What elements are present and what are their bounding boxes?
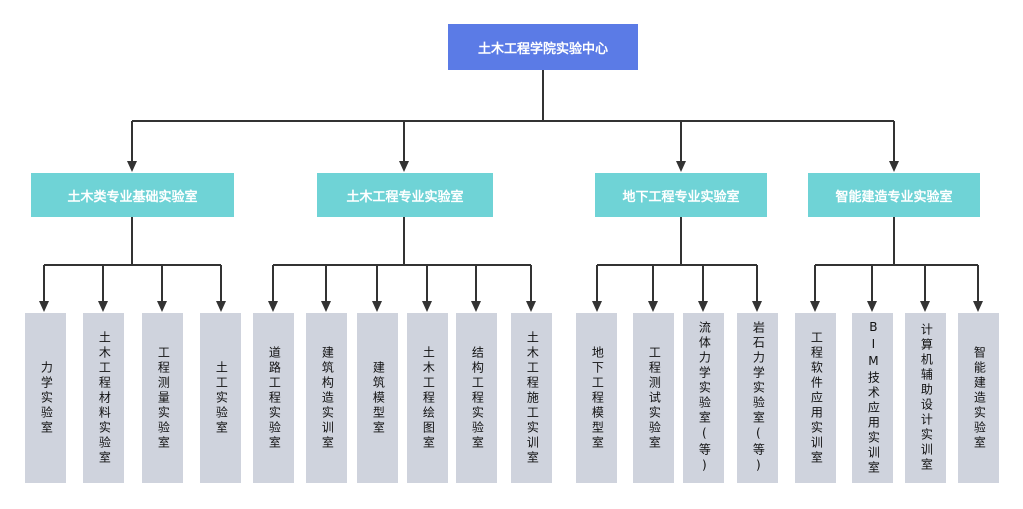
lab-node: 土木工程材料实验室 [83, 313, 124, 483]
lab-node: 力学实验室 [25, 313, 66, 483]
arrowhead-icon [157, 301, 167, 312]
lab-node: 工程测试实验室 [633, 313, 674, 483]
lab-node: 地下工程模型室 [576, 313, 617, 483]
lab-node: 智能建造实验室 [958, 313, 999, 483]
dept-node-foundation: 土木类专业基础实验室 [31, 173, 234, 217]
arrowhead-icon [268, 301, 278, 312]
lab-node: 流体力学实验室(等) [683, 313, 724, 483]
arrowhead-icon [920, 301, 930, 312]
arrowhead-icon [422, 301, 432, 312]
lab-node: 结构工程实验室 [456, 313, 497, 483]
lab-node: 土木工程绘图室 [407, 313, 448, 483]
arrowhead-icon [752, 301, 762, 312]
arrowhead-icon [867, 301, 877, 312]
arrowhead-icon [889, 161, 899, 172]
arrowhead-icon [39, 301, 49, 312]
lab-node: 道路工程实验室 [253, 313, 294, 483]
lab-node: 建筑模型室 [357, 313, 398, 483]
lab-node: 土工实验室 [200, 313, 241, 483]
arrowhead-icon [676, 161, 686, 172]
lab-node: 建筑构造实训室 [306, 313, 347, 483]
arrowhead-icon [648, 301, 658, 312]
arrowhead-icon [526, 301, 536, 312]
arrowhead-icon [810, 301, 820, 312]
lab-node: 计算机辅助设计实训室 [905, 313, 946, 483]
lab-node: 岩石力学实验室(等) [737, 313, 778, 483]
dept-node-civil: 土木工程专业实验室 [317, 173, 493, 217]
arrowhead-icon [372, 301, 382, 312]
arrowhead-icon [592, 301, 602, 312]
arrowhead-icon [98, 301, 108, 312]
lab-node: 土木工程施工实训室 [511, 313, 552, 483]
arrowhead-icon [698, 301, 708, 312]
arrowhead-icon [399, 161, 409, 172]
dept-node-underground: 地下工程专业实验室 [595, 173, 767, 217]
arrowhead-icon [216, 301, 226, 312]
lab-node: 工程测量实验室 [142, 313, 183, 483]
lab-node: 工程软件应用实训室 [795, 313, 836, 483]
arrowhead-icon [973, 301, 983, 312]
arrowhead-icon [471, 301, 481, 312]
lab-node: BIM技术应用实训室 [852, 313, 893, 483]
root-node: 土木工程学院实验中心 [448, 24, 638, 70]
arrowhead-icon [127, 161, 137, 172]
dept-node-smart: 智能建造专业实验室 [808, 173, 980, 217]
arrowhead-icon [321, 301, 331, 312]
